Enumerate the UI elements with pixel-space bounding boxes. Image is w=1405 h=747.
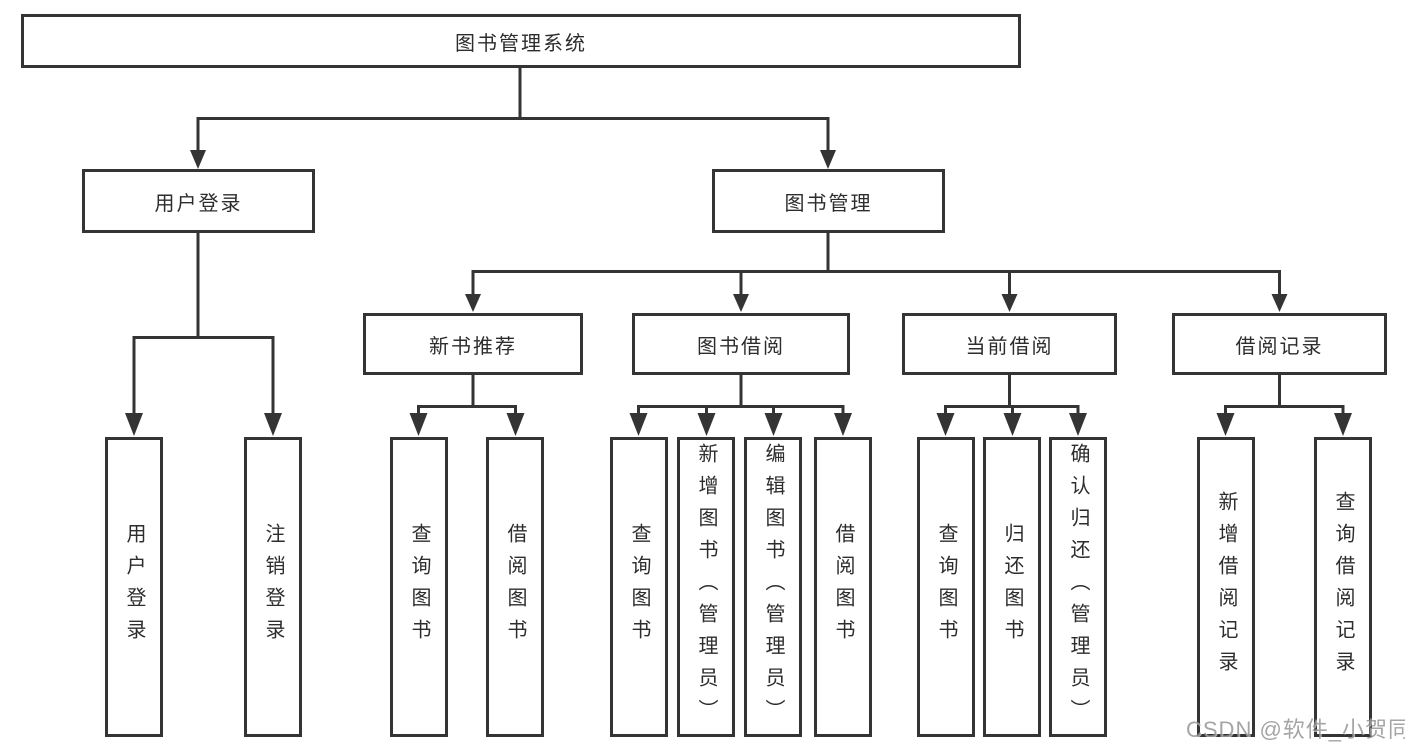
arrowhead-icon — [409, 413, 428, 436]
node-user-login: 用户登录 — [82, 169, 315, 233]
node-label: 查询图书 — [935, 523, 957, 651]
arrowhead-icon — [629, 413, 648, 436]
node-label: 查询借阅记录 — [1332, 491, 1354, 683]
connector-book-management-group — [471, 231, 1281, 296]
leaf-add-book-admin: 新增图书（管理员） — [677, 437, 735, 737]
node-label: 新书推荐 — [429, 335, 517, 358]
arrowhead-icon — [1271, 294, 1288, 312]
leaf-query-books-recommend: 查询图书 — [390, 437, 448, 737]
leaf-confirm-return-admin: 确认归还（管理员） — [1049, 437, 1107, 737]
arrowhead-icon — [733, 294, 749, 312]
leaf-edit-book-admin: 编辑图书（管理员） — [744, 437, 802, 737]
leaf-borrow-books: 借阅图书 — [814, 437, 872, 737]
connector-borrow-records-group — [1224, 373, 1345, 416]
leaf-add-borrow-record: 新增借阅记录 — [1197, 437, 1255, 737]
arrowhead-icon — [697, 413, 716, 436]
node-label: 确认归还（管理员） — [1067, 443, 1089, 731]
arrowhead-icon — [1216, 413, 1235, 436]
leaf-logout: 注销登录 — [244, 437, 302, 737]
node-label: 图书管理系统 — [455, 32, 587, 55]
arrowhead-icon — [190, 150, 206, 169]
node-label: 当前借阅 — [965, 335, 1054, 358]
arrowhead-icon — [1001, 294, 1018, 312]
arrowhead-icon — [465, 294, 481, 312]
node-label: 借阅图书 — [504, 523, 526, 651]
node-label: 用户登录 — [123, 523, 145, 651]
node-label: 借阅图书 — [832, 523, 854, 651]
arrowhead-icon — [1334, 413, 1352, 436]
connector-book-borrow-group — [637, 373, 845, 416]
connector-current-borrow-group — [944, 373, 1080, 416]
node-label: 编辑图书（管理员） — [762, 443, 784, 731]
node-label: 查询图书 — [628, 523, 650, 651]
arrowhead-icon — [264, 413, 282, 436]
leaf-query-books-borrow: 查询图书 — [610, 437, 668, 737]
leaf-user-login: 用户登录 — [105, 437, 163, 737]
node-label: 归还图书 — [1001, 523, 1023, 651]
node-book-management: 图书管理 — [712, 169, 945, 233]
arrowhead-icon — [936, 413, 955, 436]
arrowhead-icon — [1069, 413, 1087, 436]
node-label: 借阅记录 — [1235, 335, 1324, 358]
arrowhead-icon — [834, 413, 852, 436]
arrowhead-icon — [1003, 413, 1022, 436]
arrowhead-icon — [506, 413, 525, 436]
arrowhead-icon — [764, 413, 783, 436]
node-book-borrow: 图书借阅 — [632, 313, 850, 375]
connector-new-book-group — [417, 373, 517, 416]
node-label: 新增借阅记录 — [1215, 491, 1237, 683]
node-root-system: 图书管理系统 — [21, 14, 1021, 68]
node-label: 图书管理 — [784, 192, 873, 215]
node-borrow-records: 借阅记录 — [1172, 313, 1387, 375]
node-label: 用户登录 — [154, 192, 243, 215]
arrowhead-icon — [125, 413, 143, 436]
leaf-query-borrow-record: 查询借阅记录 — [1314, 437, 1372, 737]
node-label: 新增图书（管理员） — [695, 443, 717, 731]
leaf-return-book: 归还图书 — [983, 437, 1041, 737]
connector-root-to-level2 — [196, 66, 830, 152]
leaf-borrow-books-recommend: 借阅图书 — [486, 437, 544, 737]
node-new-book-recommend: 新书推荐 — [363, 313, 583, 375]
node-current-borrow: 当前借阅 — [902, 313, 1117, 375]
leaf-query-books-current: 查询图书 — [917, 437, 975, 737]
connector-user-login-group — [132, 231, 275, 415]
node-label: 注销登录 — [262, 523, 284, 651]
arrowhead-icon — [820, 150, 836, 169]
node-label: 图书借阅 — [697, 335, 785, 358]
watermark: CSDN @软件_小贺同学 — [1186, 717, 1405, 742]
node-label: 查询图书 — [408, 523, 430, 651]
